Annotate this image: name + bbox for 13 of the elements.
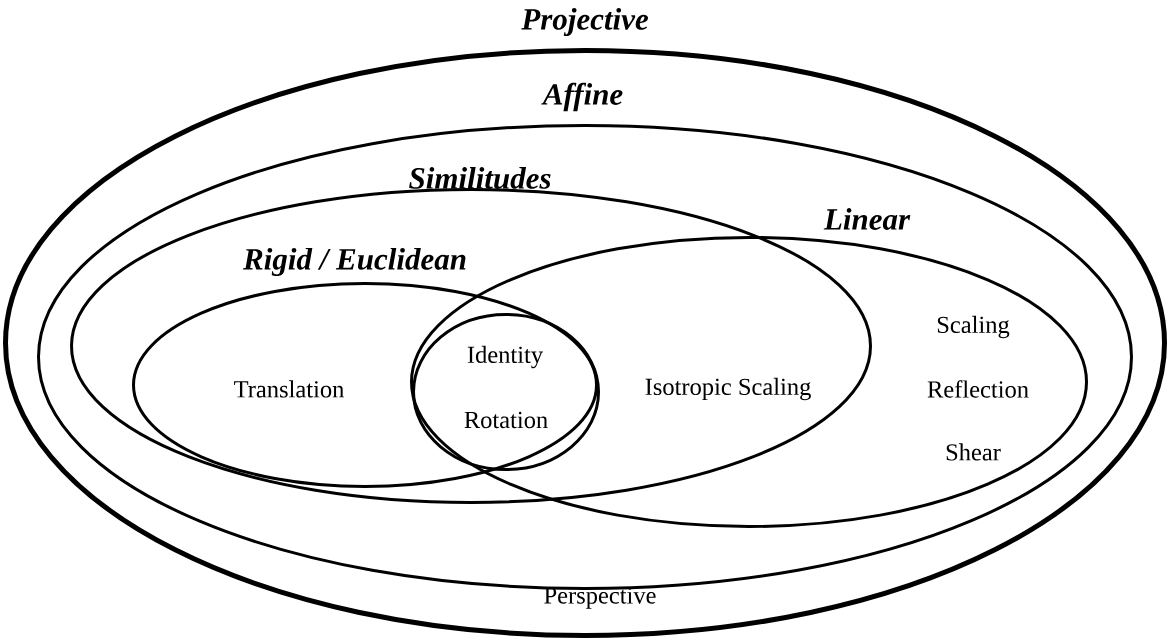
- transformation-label: Scaling: [937, 315, 1010, 339]
- set-heading: Linear: [823, 208, 911, 230]
- transformation-label: Shear: [946, 443, 1001, 461]
- transformation-label: Translation: [234, 380, 344, 398]
- transformation-label: Rotation: [464, 411, 548, 429]
- transformation-label: Reflection: [927, 380, 1029, 398]
- set-heading: Rigid / Euclidean: [243, 247, 466, 277]
- set-heading: Affine: [541, 82, 623, 112]
- transformation-label: Isotropic Scaling: [645, 377, 811, 401]
- transformation-label: Perspective: [544, 587, 656, 609]
- set-heading: Projective: [521, 7, 649, 37]
- transformation-label: Identity: [467, 345, 544, 369]
- set-heading: Similitudes: [409, 167, 551, 189]
